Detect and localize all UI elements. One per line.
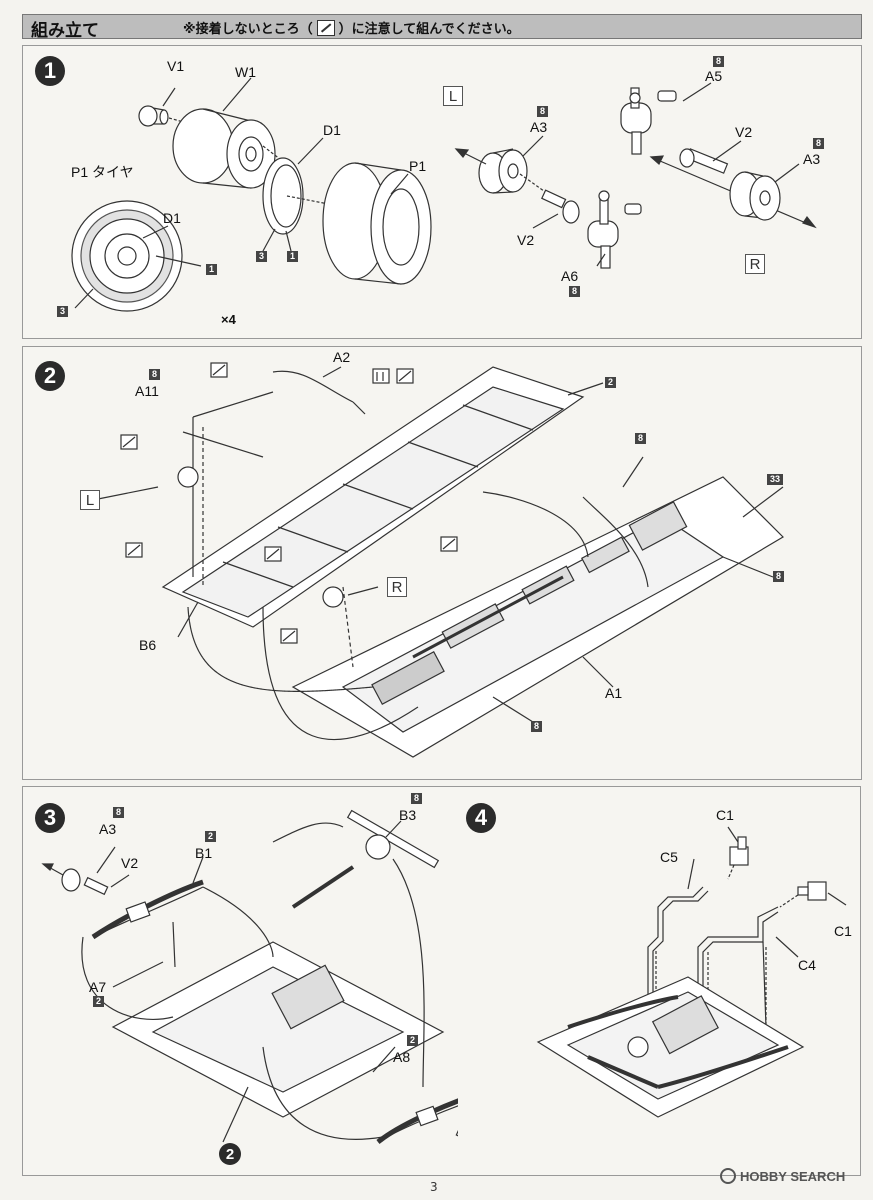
side-right-box: R [745, 254, 765, 274]
step4-number: 4 [466, 803, 496, 833]
header-note-end: ）に注意して組んでください。 [338, 22, 520, 37]
part-badge-a3-right: 8 [813, 138, 824, 149]
part-badge-eight-c: 8 [531, 721, 542, 732]
side-left-box: L [443, 86, 463, 106]
part-badge-a3-left: 8 [537, 106, 548, 117]
part-badge-frame: 2 [605, 377, 616, 388]
label-a3-top: A3 [99, 821, 117, 837]
label-v2-top: V2 [121, 855, 139, 871]
part-badge-eight-a: 8 [635, 433, 646, 444]
no-glue-icon [316, 19, 335, 36]
step1-panel: 1 [22, 45, 862, 339]
ref-step-2: 2 [219, 1143, 241, 1165]
label-a2: A2 [333, 349, 351, 365]
header-title: 組み立て [31, 21, 99, 41]
watermark-logo-icon [720, 1168, 736, 1184]
page-number: 3 [430, 1180, 438, 1194]
step2-number: 2 [35, 361, 65, 391]
part-badge-3: 3 [57, 306, 68, 317]
step1-number: 1 [35, 56, 65, 86]
label-p1-tire: P1 タイヤ [71, 164, 134, 180]
watermark: HOBBY SEARCH [720, 1168, 845, 1184]
step2-drawing [97, 362, 784, 758]
step3-drawing [41, 809, 459, 1146]
label-c4: C4 [798, 957, 816, 973]
label-a1: A1 [605, 685, 623, 701]
step3-number: 3 [35, 803, 65, 833]
label-a3-right: A3 [803, 151, 821, 167]
watermark-text: HOBBY SEARCH [740, 1168, 846, 1184]
label-d1-side: D1 [163, 210, 181, 226]
step4-drawing [536, 826, 847, 1118]
label-w1: W1 [235, 64, 256, 80]
side-left-box-2: L [80, 490, 100, 510]
header-bar: 組み立て ※接着しないところ（ ）に注意して組んでください。 [22, 14, 862, 41]
label-d1-top: D1 [323, 122, 341, 138]
label-c1-right: C1 [834, 923, 852, 939]
part-badge-a11: 8 [149, 369, 160, 380]
label-v1: V1 [167, 58, 185, 74]
label-a11: A11 [135, 383, 159, 399]
label-b6: B6 [139, 637, 157, 653]
part-badge-b3: 8 [411, 793, 422, 804]
part-badge-33: 33 [767, 474, 783, 485]
label-p1-top: P1 [409, 158, 427, 174]
part-badge-a5: 8 [713, 56, 724, 67]
label-v2-right: V2 [735, 124, 753, 140]
label-b3: B3 [399, 807, 417, 823]
label-b1: B1 [195, 845, 213, 861]
label-a5: A5 [705, 68, 723, 84]
side-right-box-2: R [387, 577, 407, 597]
label-c1-top: C1 [716, 807, 734, 823]
part-badge-1: 1 [206, 264, 217, 275]
label-a6: A6 [561, 268, 579, 284]
part-badge-a8: 2 [407, 1035, 418, 1046]
step3-panel: 3 [22, 786, 460, 1176]
part-badge-b1: 2 [205, 831, 216, 842]
part-badge-a3-top: 8 [113, 807, 124, 818]
header-note-start: ※接着しないところ（ [183, 22, 313, 37]
step4-panel: 4 [458, 786, 861, 1176]
header-note: ※接着しないところ（ ）に注意して組んでください。 [183, 18, 520, 37]
label-a3-left: A3 [530, 119, 548, 135]
part-badge-a6: 8 [569, 286, 580, 297]
part-badge-1b: 1 [287, 251, 298, 262]
part-badge-3b: 3 [256, 251, 267, 262]
step2-panel: 2 [22, 346, 862, 780]
label-c5: C5 [660, 849, 678, 865]
label-a7: A7 [89, 979, 107, 995]
part-badge-a7: 2 [93, 996, 104, 1007]
label-v2-left: V2 [517, 232, 535, 248]
step1-drawing [71, 77, 817, 312]
part-badge-eight-b: 8 [773, 571, 784, 582]
label-a8: A8 [393, 1049, 411, 1065]
quantity-multiplier: ×4 [221, 312, 236, 327]
